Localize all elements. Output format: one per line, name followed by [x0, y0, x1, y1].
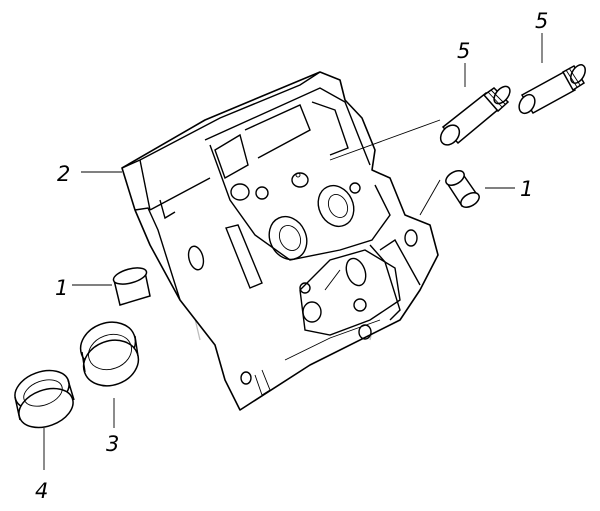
- valve-seat-left: [112, 267, 151, 306]
- valve-seat-right: [445, 170, 480, 208]
- callout-labels: 1 1 2 3 4 5 5: [35, 9, 548, 503]
- callout-3: 3: [106, 432, 119, 456]
- valve-guide-right: [518, 64, 586, 115]
- valve-guide-middle: [439, 85, 511, 146]
- callout-1-right: 1: [520, 177, 533, 201]
- sleeve-ring: [14, 369, 75, 429]
- cylinder-head: [121, 71, 439, 411]
- callout-2: 2: [57, 162, 70, 186]
- callout-1-left: 1: [55, 276, 68, 300]
- callout-5-right: 5: [535, 9, 548, 33]
- seal-ring: [79, 321, 140, 387]
- callout-5-middle: 5: [457, 39, 470, 63]
- leader-lines: [43, 33, 543, 470]
- callout-4: 4: [35, 479, 48, 503]
